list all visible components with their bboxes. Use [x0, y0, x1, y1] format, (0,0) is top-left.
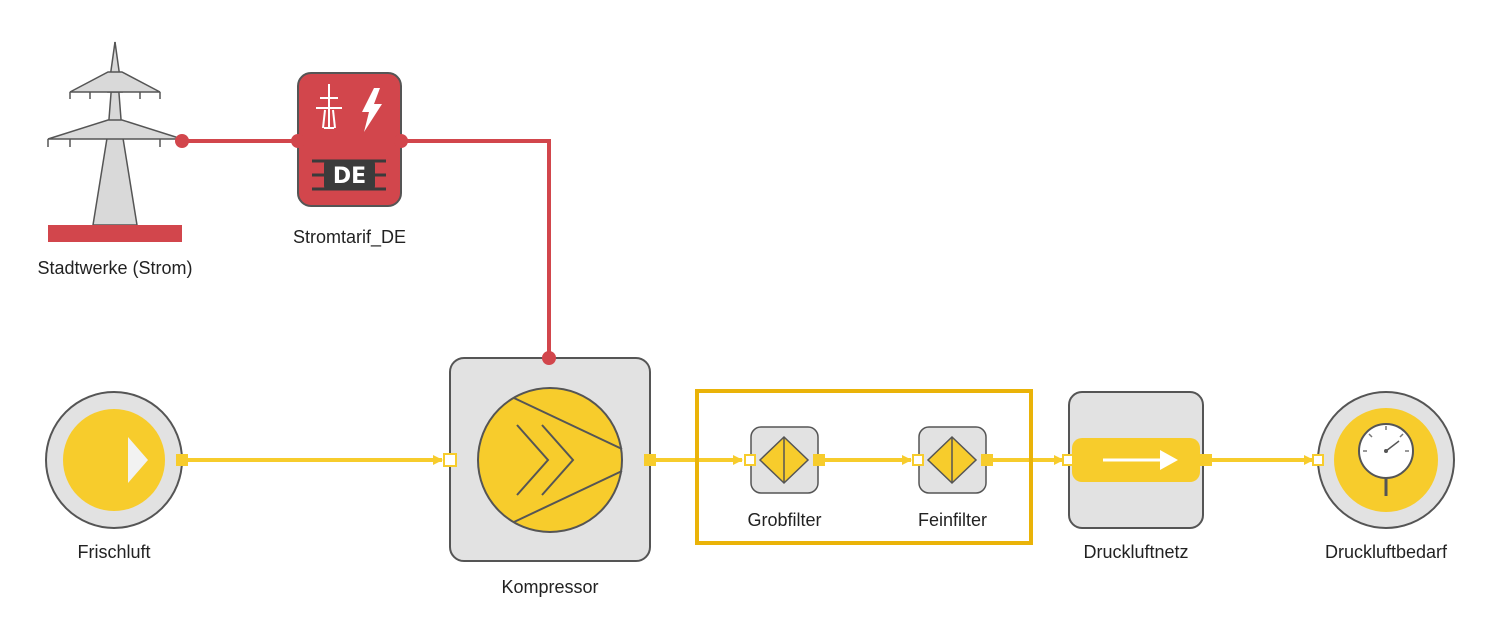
filter-diamond-icon	[758, 435, 810, 485]
label-frischluft: Frischluft	[77, 542, 150, 562]
port-stromtarif-out[interactable]	[394, 134, 408, 148]
label-druckluftnetz: Druckluftnetz	[1083, 542, 1188, 562]
filter-group-selection[interactable]	[695, 389, 1033, 545]
node-grobfilter[interactable]: Grobfilter	[744, 426, 825, 530]
node-druckluftbedarf[interactable]: Druckluftbedarf	[1312, 391, 1455, 562]
port-kompressor-air-in[interactable]	[443, 453, 457, 467]
pressure-gauge-icon	[1358, 423, 1414, 496]
node-druckluftnetz[interactable]: Druckluftnetz	[1062, 391, 1212, 562]
port-frischluft-out[interactable]	[176, 454, 188, 466]
pipe-arrow-icon	[1072, 438, 1200, 482]
pylon-lightning-icon	[316, 84, 382, 132]
power-pylon-icon	[47, 41, 183, 242]
label-stromtarif: Stromtarif_DE	[293, 227, 406, 248]
power-connections	[182, 139, 551, 358]
port-kompressor-air-out[interactable]	[644, 454, 656, 466]
port-stromtarif-in[interactable]	[291, 134, 305, 148]
port-feinfilter-out[interactable]	[981, 454, 993, 466]
edge-stromtarif-to-kompressor[interactable]	[401, 139, 551, 358]
label-feinfilter: Feinfilter	[918, 510, 987, 530]
filter-diamond-icon	[926, 435, 978, 485]
play-arrow-icon	[128, 437, 148, 483]
node-stromtarif[interactable]: DE Stromtarif_DE	[291, 72, 408, 248]
frischluft-core	[63, 409, 165, 511]
node-stadtwerke[interactable]: Stadtwerke (Strom)	[37, 41, 193, 278]
label-grobfilter: Grobfilter	[747, 510, 821, 530]
port-druckluftnetz-out[interactable]	[1200, 454, 1212, 466]
label-kompressor: Kompressor	[501, 577, 598, 597]
compressor-icon	[477, 387, 623, 533]
port-feinfilter-in[interactable]	[912, 454, 924, 466]
label-druckluftbedarf: Druckluftbedarf	[1325, 542, 1448, 562]
port-druckluftbedarf-in[interactable]	[1312, 454, 1324, 466]
port-stadtwerke-power-out[interactable]	[175, 134, 189, 148]
label-stadtwerke: Stadtwerke (Strom)	[37, 258, 192, 278]
port-druckluftnetz-in[interactable]	[1062, 454, 1074, 466]
port-grobfilter-in[interactable]	[744, 454, 756, 466]
port-kompressor-power-in[interactable]	[542, 351, 556, 365]
node-frischluft[interactable]: Frischluft	[45, 391, 188, 562]
country-badge	[324, 160, 375, 190]
port-grobfilter-out[interactable]	[813, 454, 825, 466]
node-kompressor[interactable]: Kompressor	[443, 351, 656, 597]
country-badge-text: DE	[333, 164, 366, 189]
node-feinfilter[interactable]: Feinfilter	[912, 426, 993, 530]
